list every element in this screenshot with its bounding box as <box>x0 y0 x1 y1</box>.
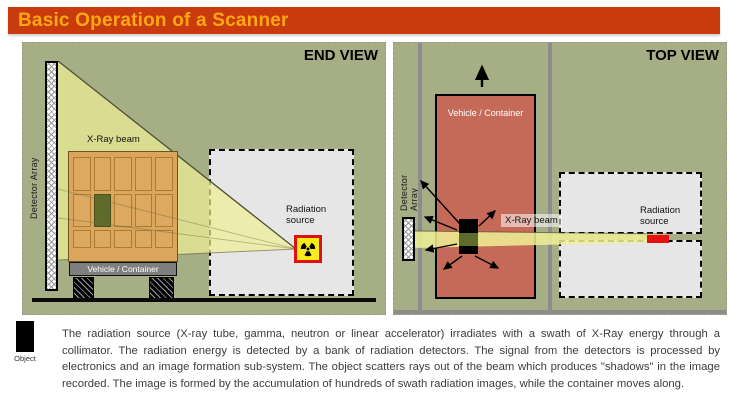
vehicle-container-box: Vehicle / Container <box>435 94 536 299</box>
vehicle-chassis-bar: Vehicle / Container <box>69 262 177 276</box>
top-view-panel: TOP VIEW Vehicle / Container <box>393 42 727 315</box>
radiation-source-label: Radiation source <box>640 205 681 227</box>
xray-beam-label: X-Ray beam <box>501 214 562 227</box>
cargo-cell <box>134 230 153 248</box>
detector-array-bar <box>45 61 58 291</box>
cargo-cell <box>93 230 112 248</box>
end-view-panel: END VIEW <box>22 42 386 315</box>
cargo-cell <box>93 157 112 191</box>
radiation-source-label: Radiation source <box>286 204 327 226</box>
xray-beam-label: X-Ray beam <box>87 134 140 145</box>
top-view-label: TOP VIEW <box>646 47 719 64</box>
cargo-cell <box>73 157 91 191</box>
cargo-cell <box>134 157 153 191</box>
hidden-object-cell <box>93 194 112 227</box>
vehicle-label: Vehicle / Container <box>87 264 159 274</box>
radiation-trefoil-icon <box>300 242 316 257</box>
wheel-icon <box>149 277 174 299</box>
detector-array-label: Detector Array <box>399 174 419 211</box>
radiation-source-box <box>294 235 322 263</box>
title-bar: Basic Operation of a Scanner <box>8 7 720 34</box>
end-view-label: END VIEW <box>303 47 378 64</box>
cargo-cell <box>155 157 173 191</box>
cargo-cell <box>155 230 173 248</box>
cargo-cell <box>114 230 132 248</box>
wheel-icon <box>73 277 94 299</box>
cargo-cell <box>114 157 132 191</box>
scanner-housing-outline <box>559 240 702 298</box>
container-cargo-grid <box>68 151 178 262</box>
description-text: The radiation source (X-ray tube, gamma,… <box>62 328 720 390</box>
scanner-housing-outline <box>559 172 702 234</box>
cargo-cell <box>73 230 91 248</box>
cargo-cell <box>73 194 91 227</box>
cargo-cell <box>155 194 173 227</box>
radiation-source-marker <box>647 235 669 243</box>
lane-line <box>394 310 726 314</box>
lane-line <box>548 43 552 314</box>
ground-line <box>32 298 376 302</box>
scanner-housing-outline <box>209 149 354 296</box>
vehicle-label: Vehicle / Container <box>447 108 524 118</box>
beam-through-object <box>459 233 478 246</box>
lane-line <box>418 43 422 314</box>
cargo-cell <box>134 194 153 227</box>
object-legend-swatch <box>16 321 34 352</box>
detector-array-label: Detector Array <box>29 157 39 219</box>
cargo-cell <box>114 194 132 227</box>
detector-array-bar <box>402 217 415 261</box>
page-title: Basic Operation of a Scanner <box>18 9 289 31</box>
object-legend-label: Object <box>14 354 36 363</box>
